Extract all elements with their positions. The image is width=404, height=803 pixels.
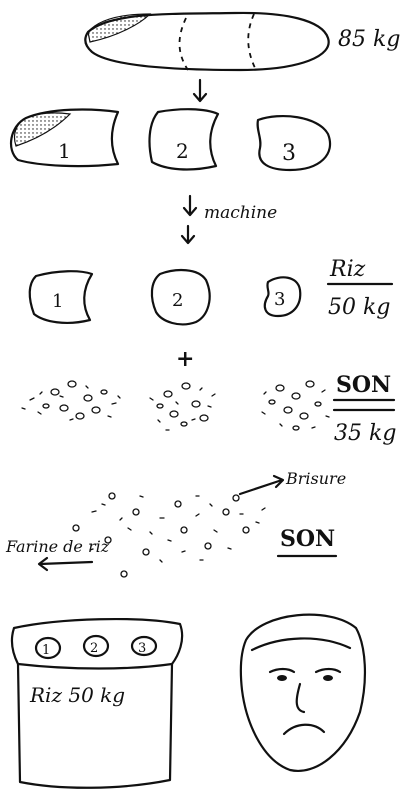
- plus-sign: +: [176, 346, 194, 372]
- bran-weight: 35 kg: [334, 421, 396, 446]
- grain-piece-1-label: 1: [58, 139, 71, 163]
- rice-sack: [10, 617, 184, 789]
- rice-name: Riz: [329, 257, 366, 282]
- flour-label: Farine de riz: [5, 537, 110, 556]
- rice-grain-2-label: 2: [172, 290, 183, 311]
- sack-grain-1-label: 1: [42, 643, 50, 658]
- rice-grain-1: [28, 270, 94, 324]
- rice-grain-2: [150, 268, 211, 326]
- sad-face-icon: [239, 613, 367, 773]
- bran-name: SON: [336, 372, 391, 398]
- arrow-down-1: [192, 78, 208, 103]
- whole-grain-weight: 85 kg: [338, 27, 400, 52]
- bran-spread: [72, 492, 266, 578]
- bran-pile-3: [261, 380, 330, 431]
- sack-label: Riz 50 kg: [29, 683, 125, 707]
- bran-detail-name: SON: [280, 526, 335, 552]
- arrow-to-brokens: [238, 474, 285, 496]
- grain-piece-2-label: 2: [176, 139, 189, 163]
- sack-grain-2-label: 2: [90, 641, 98, 656]
- machine-label: machine: [204, 203, 277, 223]
- rice-grain-1-label: 1: [52, 291, 63, 312]
- grain-piece-1: [9, 108, 120, 168]
- whole-grain: [84, 11, 330, 72]
- grain-piece-3-label: 3: [282, 141, 296, 166]
- sack-grain-3-label: 3: [138, 641, 146, 656]
- arrow-to-flour: [37, 556, 94, 572]
- rice-grain-3: [263, 276, 302, 318]
- grain-piece-3: [256, 114, 331, 172]
- brokens-label: Brisure: [285, 469, 346, 488]
- svg-text:Farine de riz: Farine de riz: [5, 537, 110, 556]
- grain-piece-2: [148, 108, 220, 171]
- bran-pile-1: [21, 380, 121, 421]
- rice-grain-3-label: 3: [274, 289, 285, 310]
- arrow-down-machine: [180, 194, 198, 245]
- bran-pile-2: [149, 382, 216, 431]
- rice-weight: 50 kg: [328, 295, 390, 320]
